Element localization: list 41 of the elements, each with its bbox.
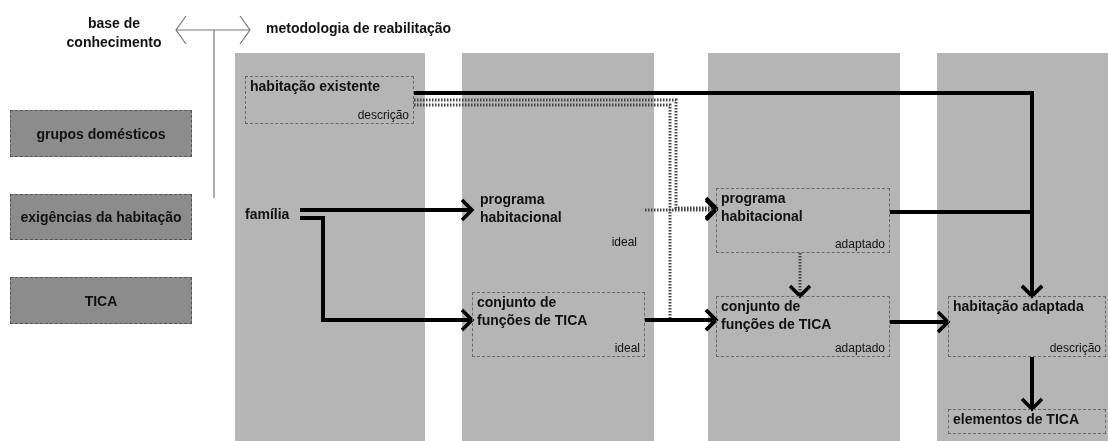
node-title: programa habitacional bbox=[480, 190, 563, 226]
arrow bbox=[300, 198, 474, 222]
node-subtitle: descrição bbox=[357, 108, 409, 123]
process-box bbox=[716, 188, 890, 253]
node-subtitle: ideal bbox=[611, 235, 637, 250]
column-band bbox=[937, 53, 1108, 441]
node-title: TICA bbox=[84, 291, 118, 310]
node-title: exigências da habitação bbox=[20, 208, 182, 226]
column-band bbox=[708, 53, 900, 441]
node-title: habitação existente bbox=[250, 77, 381, 95]
category-box bbox=[10, 194, 192, 240]
arrow bbox=[1020, 357, 1044, 411]
node-subtitle: adaptado bbox=[834, 341, 885, 356]
heading-label: metodologia de reabilitação bbox=[266, 19, 452, 38]
process-box bbox=[716, 296, 890, 357]
process-box bbox=[245, 76, 414, 124]
node-title: habitação adaptada bbox=[953, 297, 1085, 315]
process-box bbox=[948, 409, 1106, 434]
column-band bbox=[235, 53, 425, 441]
dotted-arrow bbox=[645, 198, 718, 222]
node-subtitle: adaptado bbox=[834, 237, 885, 252]
heading-label: base de conhecimento bbox=[65, 14, 163, 52]
node-title: grupos domésticos bbox=[36, 124, 166, 143]
node-title: conjunto de funções de TICA bbox=[721, 297, 833, 333]
arrow bbox=[300, 216, 474, 332]
arrow bbox=[890, 310, 950, 334]
category-box bbox=[10, 110, 192, 157]
dotted-arrow bbox=[414, 98, 718, 220]
column-band bbox=[462, 53, 654, 441]
node-subtitle: descrição bbox=[1049, 341, 1101, 356]
dotted-arrow bbox=[788, 253, 812, 298]
node-title: programa habitacional bbox=[721, 189, 804, 225]
node-subtitle: ideal bbox=[614, 341, 640, 356]
node-title: conjunto de funções de TICA bbox=[477, 293, 589, 329]
node-title: elementos de TICA bbox=[953, 410, 1081, 428]
process-box bbox=[472, 292, 645, 357]
process-box bbox=[948, 296, 1106, 357]
category-box bbox=[10, 277, 192, 324]
node-title: família bbox=[245, 205, 290, 223]
arrow bbox=[890, 210, 1044, 298]
arrow bbox=[645, 308, 718, 332]
